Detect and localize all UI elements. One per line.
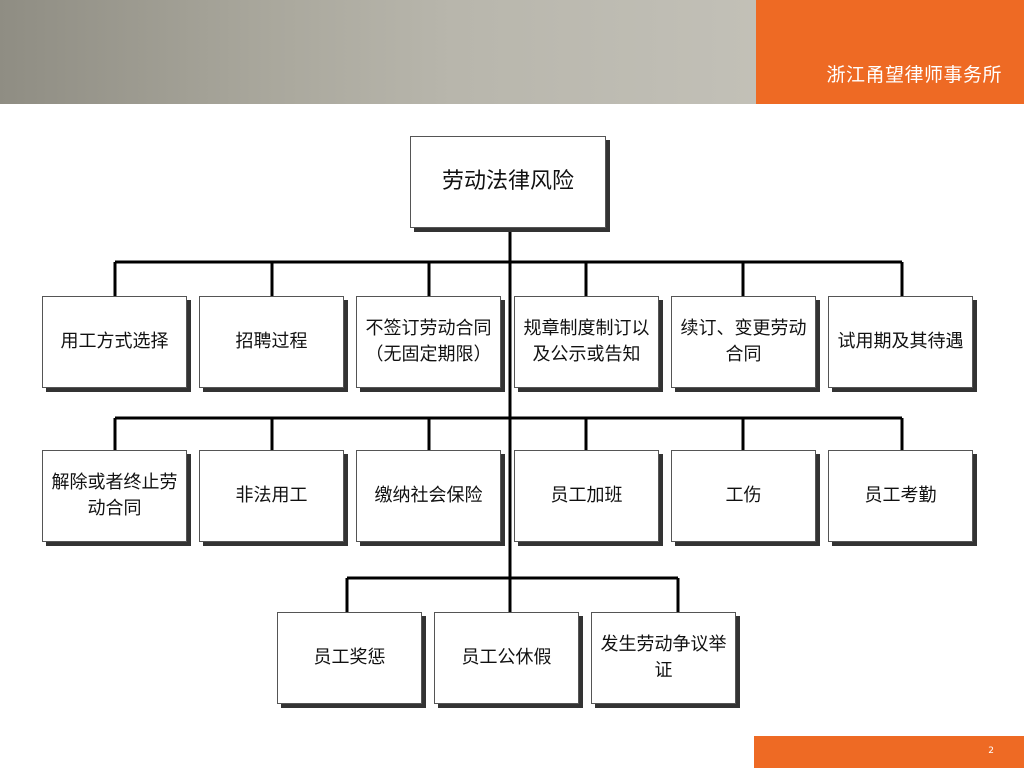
node-row3-2: 员工公休假 (434, 612, 579, 704)
node-row1-5: 续订、变更劳动合同 (671, 296, 816, 388)
node-row1-1: 用工方式选择 (42, 296, 187, 388)
node-row2-5: 工伤 (671, 450, 816, 542)
node-row1-6: 试用期及其待遇 (828, 296, 973, 388)
page-number: 2 (988, 746, 994, 756)
node-row2-4: 员工加班 (514, 450, 659, 542)
node-row3-3: 发生劳动争议举证 (591, 612, 736, 704)
node-row1-4: 规章制度制订以及公示或告知 (514, 296, 659, 388)
firm-name: 浙江甬望律师事务所 (826, 64, 1002, 86)
node-row2-3: 缴纳社会保险 (356, 450, 501, 542)
node-row1-3: 不签订劳动合同（无固定期限） (356, 296, 501, 388)
node-row2-6: 员工考勤 (828, 450, 973, 542)
node-row3-1: 员工奖惩 (277, 612, 422, 704)
root-node: 劳动法律风险 (410, 136, 606, 228)
node-row2-1: 解除或者终止劳动合同 (42, 450, 187, 542)
header-band (0, 0, 756, 104)
node-row2-2: 非法用工 (199, 450, 344, 542)
header-brand-block: 浙江甬望律师事务所 (756, 0, 1024, 104)
node-row1-2: 招聘过程 (199, 296, 344, 388)
footer-bar: 2 (754, 736, 1024, 768)
